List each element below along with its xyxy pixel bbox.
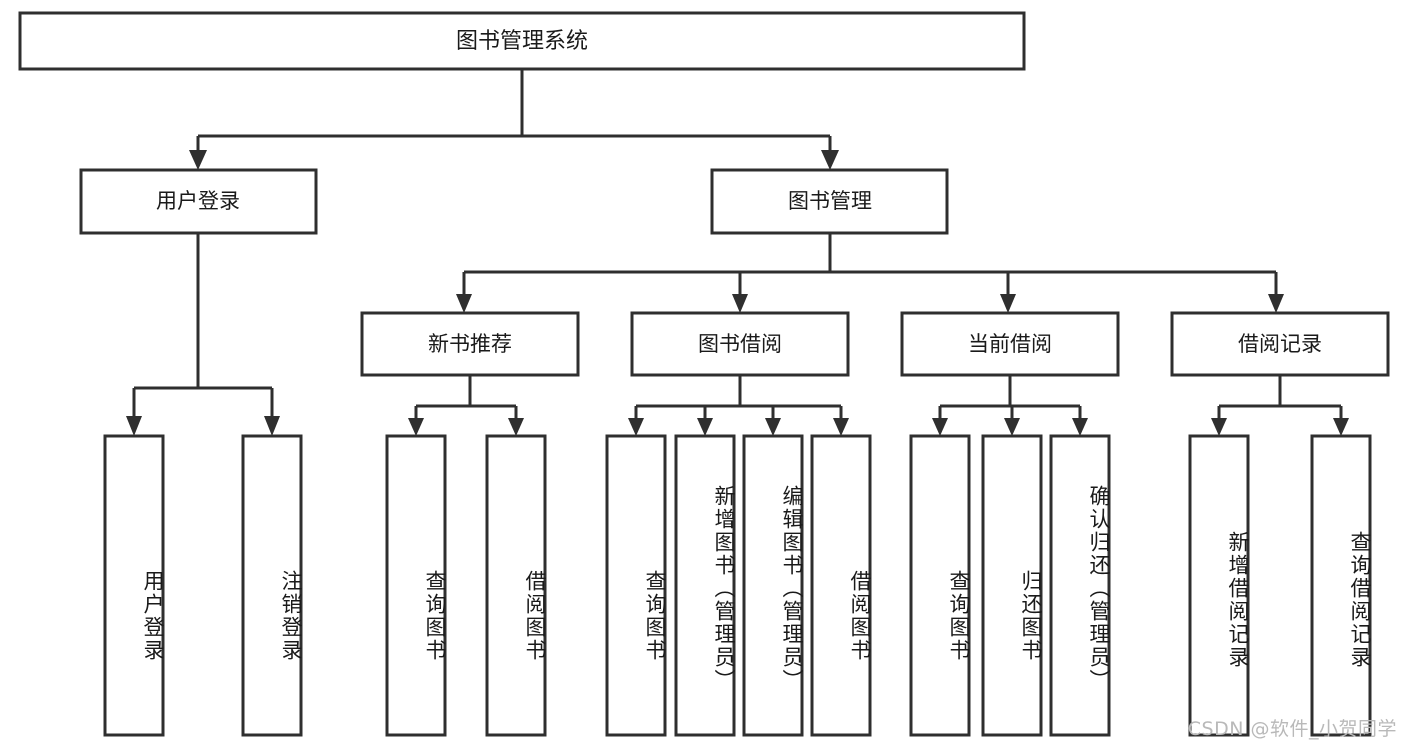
node-current-borrow-label: 当前借阅 bbox=[968, 332, 1052, 356]
arrow-head-user-login bbox=[189, 150, 207, 170]
node-new-book-recommend-label: 新书推荐 bbox=[428, 332, 512, 356]
node-user-login-label: 用户登录 bbox=[156, 189, 240, 213]
node-book-borrow-label: 图书借阅 bbox=[698, 332, 782, 356]
leaf-box-confirm-return[interactable] bbox=[1049, 434, 1111, 737]
arrow-head-leaf-query-book-2 bbox=[628, 418, 644, 436]
leaf-box-borrow-book-1[interactable] bbox=[485, 434, 547, 737]
node-book-management-label: 图书管理 bbox=[788, 189, 872, 213]
arrow-head-records bbox=[1268, 294, 1284, 313]
node-root-label: 图书管理系统 bbox=[456, 29, 588, 54]
leaf-box-query-book-2[interactable] bbox=[605, 434, 667, 737]
leaf-box-add-record[interactable] bbox=[1188, 434, 1250, 737]
node-current-borrow[interactable]: 当前借阅 bbox=[900, 311, 1120, 377]
node-new-book-recommend-box[interactable] bbox=[360, 311, 580, 377]
leaf-box-return-book[interactable] bbox=[981, 434, 1043, 737]
leaf-box-logout[interactable] bbox=[241, 434, 303, 737]
arrow-head-current bbox=[1000, 294, 1016, 313]
arrow-head-leaf-edit-book bbox=[765, 418, 781, 436]
csdn-watermark: CSDN @软件_小贺同学 bbox=[1187, 718, 1397, 740]
arrow-head-leaf-user-login bbox=[126, 416, 142, 436]
arrow-head-leaf-return-book bbox=[1004, 418, 1020, 436]
leaf-box-edit-book[interactable] bbox=[742, 434, 804, 737]
node-user-login[interactable]: 用户登录 bbox=[79, 168, 318, 235]
edge-group-borrow bbox=[628, 375, 849, 436]
leaf-box-borrow-book-2[interactable] bbox=[810, 434, 872, 737]
node-root-box[interactable] bbox=[18, 11, 1026, 71]
arrow-head-leaf-query-book-3 bbox=[932, 418, 948, 436]
node-borrow-records[interactable]: 借阅记录 bbox=[1170, 311, 1390, 377]
edge-group-newbook bbox=[408, 375, 524, 436]
arrow-head-leaf-query-record bbox=[1333, 418, 1349, 436]
arrow-head-book-mgmt bbox=[821, 150, 839, 170]
leaf-box-user-login[interactable] bbox=[103, 434, 165, 737]
arrow-head-leaf-add-book bbox=[697, 418, 713, 436]
node-borrow-records-box[interactable] bbox=[1170, 311, 1390, 377]
node-book-borrow-box[interactable] bbox=[630, 311, 850, 377]
arrow-head-newbook bbox=[456, 294, 472, 313]
leaf-box-add-book[interactable] bbox=[674, 434, 736, 737]
node-book-management[interactable]: 图书管理 bbox=[710, 168, 949, 235]
edge-group-records bbox=[1211, 375, 1349, 436]
arrow-head-leaf-confirm-return bbox=[1072, 418, 1088, 436]
edge-group-root bbox=[189, 69, 839, 170]
edge-group-user-login bbox=[126, 233, 280, 436]
node-user-login-box[interactable] bbox=[79, 168, 318, 235]
leaf-box-query-book-1[interactable] bbox=[385, 434, 447, 737]
node-book-borrow[interactable]: 图书借阅 bbox=[630, 311, 850, 377]
arrow-head-leaf-add-record bbox=[1211, 418, 1227, 436]
leaf-box-query-book-3[interactable] bbox=[909, 434, 971, 737]
node-borrow-records-label: 借阅记录 bbox=[1238, 332, 1322, 356]
arrow-head-leaf-logout bbox=[264, 416, 280, 436]
arrow-head-leaf-query-book-1 bbox=[408, 418, 424, 436]
node-new-book-recommend[interactable]: 新书推荐 bbox=[360, 311, 580, 377]
arrow-head-leaf-borrow-book-2 bbox=[833, 418, 849, 436]
edge-group-current bbox=[932, 375, 1088, 436]
node-current-borrow-box[interactable] bbox=[900, 311, 1120, 377]
node-root[interactable]: 图书管理系统 bbox=[18, 11, 1026, 71]
arrow-head-leaf-borrow-book-1 bbox=[508, 418, 524, 436]
arrow-head-borrow bbox=[732, 294, 748, 313]
node-book-management-box[interactable] bbox=[710, 168, 949, 235]
leaf-box-query-record[interactable] bbox=[1310, 434, 1372, 737]
edge-group-book-mgmt bbox=[456, 233, 1284, 313]
